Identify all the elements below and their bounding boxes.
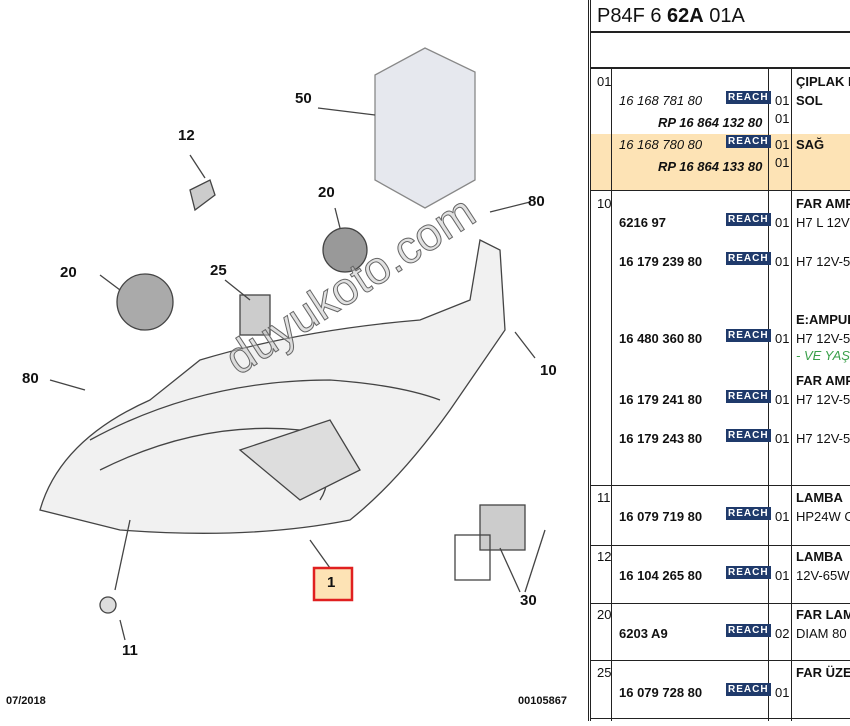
group-number: 11	[597, 490, 611, 505]
callout-12[interactable]: 12	[178, 127, 195, 144]
reach-badge: REACH	[726, 507, 771, 520]
description: H7 12V-5	[796, 431, 850, 446]
part-ref[interactable]: 16 179 243 80	[619, 431, 703, 446]
part-ref[interactable]: 16 104 265 80	[619, 568, 703, 583]
description: H7 12V-5	[796, 254, 850, 269]
part-ref[interactable]: 16 168 780 80	[619, 137, 703, 152]
callout-30[interactable]: 30	[520, 592, 537, 609]
part-ref[interactable]: 6203 A9	[619, 626, 668, 641]
reach-badge: REACH	[726, 252, 771, 265]
callout-50[interactable]: 50	[295, 90, 312, 107]
quantity: 01	[775, 509, 790, 524]
description: 12V-65W	[796, 568, 850, 583]
reach-badge: REACH	[726, 135, 771, 148]
parts-diagram: 50 12 20 20 25 80 80 10 80 1 11 30 07/20…	[6, 47, 567, 707]
callout-20[interactable]: 20	[60, 264, 77, 281]
selected-row-highlight	[591, 134, 850, 190]
quantity: 01	[775, 431, 790, 446]
table-title: P84F 6 62A 01A	[597, 5, 745, 27]
part-ref[interactable]: 6216 97	[619, 215, 666, 230]
callout-80[interactable]: 80	[22, 370, 39, 387]
description: H7 12V-5	[796, 331, 850, 346]
callout-80[interactable]: 80	[528, 193, 545, 210]
callout-11[interactable]: 11	[122, 642, 138, 659]
diagram-code: 00105867	[518, 695, 567, 707]
description: FAR AMP	[796, 196, 850, 211]
note: - VE YAŞ	[796, 348, 850, 363]
description: FAR AMP	[796, 373, 850, 388]
part-ref[interactable]: 16 079 719 80	[619, 509, 703, 524]
quantity: 01	[775, 331, 790, 346]
description: ÇIPLAK F	[796, 74, 850, 89]
part-ref[interactable]: 16 179 239 80	[619, 254, 703, 269]
reach-badge: REACH	[726, 429, 771, 442]
group-number: 01	[597, 74, 612, 89]
group-number: 25	[597, 665, 612, 680]
quantity: 01	[775, 392, 790, 407]
quantity: 02	[775, 626, 790, 641]
callout-10[interactable]: 10	[540, 362, 557, 379]
description: FAR LAM	[796, 607, 850, 622]
reach-badge: REACH	[726, 624, 771, 637]
quantity: 01	[775, 111, 790, 126]
description: LAMBA	[796, 549, 843, 564]
callout-25[interactable]: 25	[210, 262, 227, 279]
description: H7 12V-5	[796, 392, 850, 407]
group-number: 10	[597, 196, 612, 211]
quantity: 01	[775, 254, 790, 269]
description: FAR ÜZE	[796, 665, 850, 680]
reach-badge: REACH	[726, 329, 771, 342]
quantity: 01	[775, 215, 790, 230]
group-number: 12	[597, 549, 612, 564]
diagram-date: 07/2018	[6, 695, 46, 707]
part-ref[interactable]: RP 16 864 133 80	[658, 159, 763, 174]
description: LAMBA	[796, 490, 843, 505]
part-ref[interactable]: 16 168 781 80	[619, 93, 703, 108]
description: SAĞ	[796, 137, 825, 152]
part-ref[interactable]: 16 179 241 80	[619, 392, 703, 407]
description: SOL	[796, 93, 823, 108]
description: HP24W C	[796, 509, 850, 524]
quantity: 01	[775, 137, 790, 152]
headlamp-drawing	[39, 47, 546, 641]
part-ref[interactable]: 16 079 728 80	[619, 685, 703, 700]
quantity: 01	[775, 93, 790, 108]
reach-badge: REACH	[726, 390, 771, 403]
quantity: 01	[775, 685, 790, 700]
group-number: 20	[597, 607, 612, 622]
quantity: 01	[775, 568, 790, 583]
description: E:AMPUL	[796, 312, 850, 327]
description: H7 L 12V	[796, 215, 850, 230]
reach-badge: REACH	[726, 566, 771, 579]
part-ref[interactable]: RP 16 864 132 80	[658, 115, 763, 130]
reach-badge: REACH	[726, 683, 771, 696]
quantity: 01	[775, 155, 790, 170]
callout-20[interactable]: 20	[318, 184, 335, 201]
parts-table: P84F 6 62A 01A 01 ÇIPLAK F 16 168 781 80…	[588, 0, 850, 721]
callout-1[interactable]: 1	[327, 574, 336, 591]
description: DIAM 80	[796, 626, 847, 641]
part-ref[interactable]: 16 480 360 80	[619, 331, 703, 346]
reach-badge: REACH	[726, 91, 771, 104]
reach-badge: REACH	[726, 213, 771, 226]
